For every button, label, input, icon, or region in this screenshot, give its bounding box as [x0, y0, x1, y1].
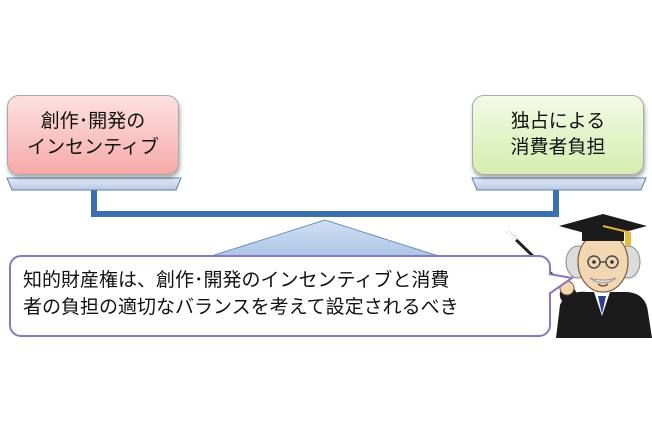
speech-tail-icon — [0, 0, 652, 431]
